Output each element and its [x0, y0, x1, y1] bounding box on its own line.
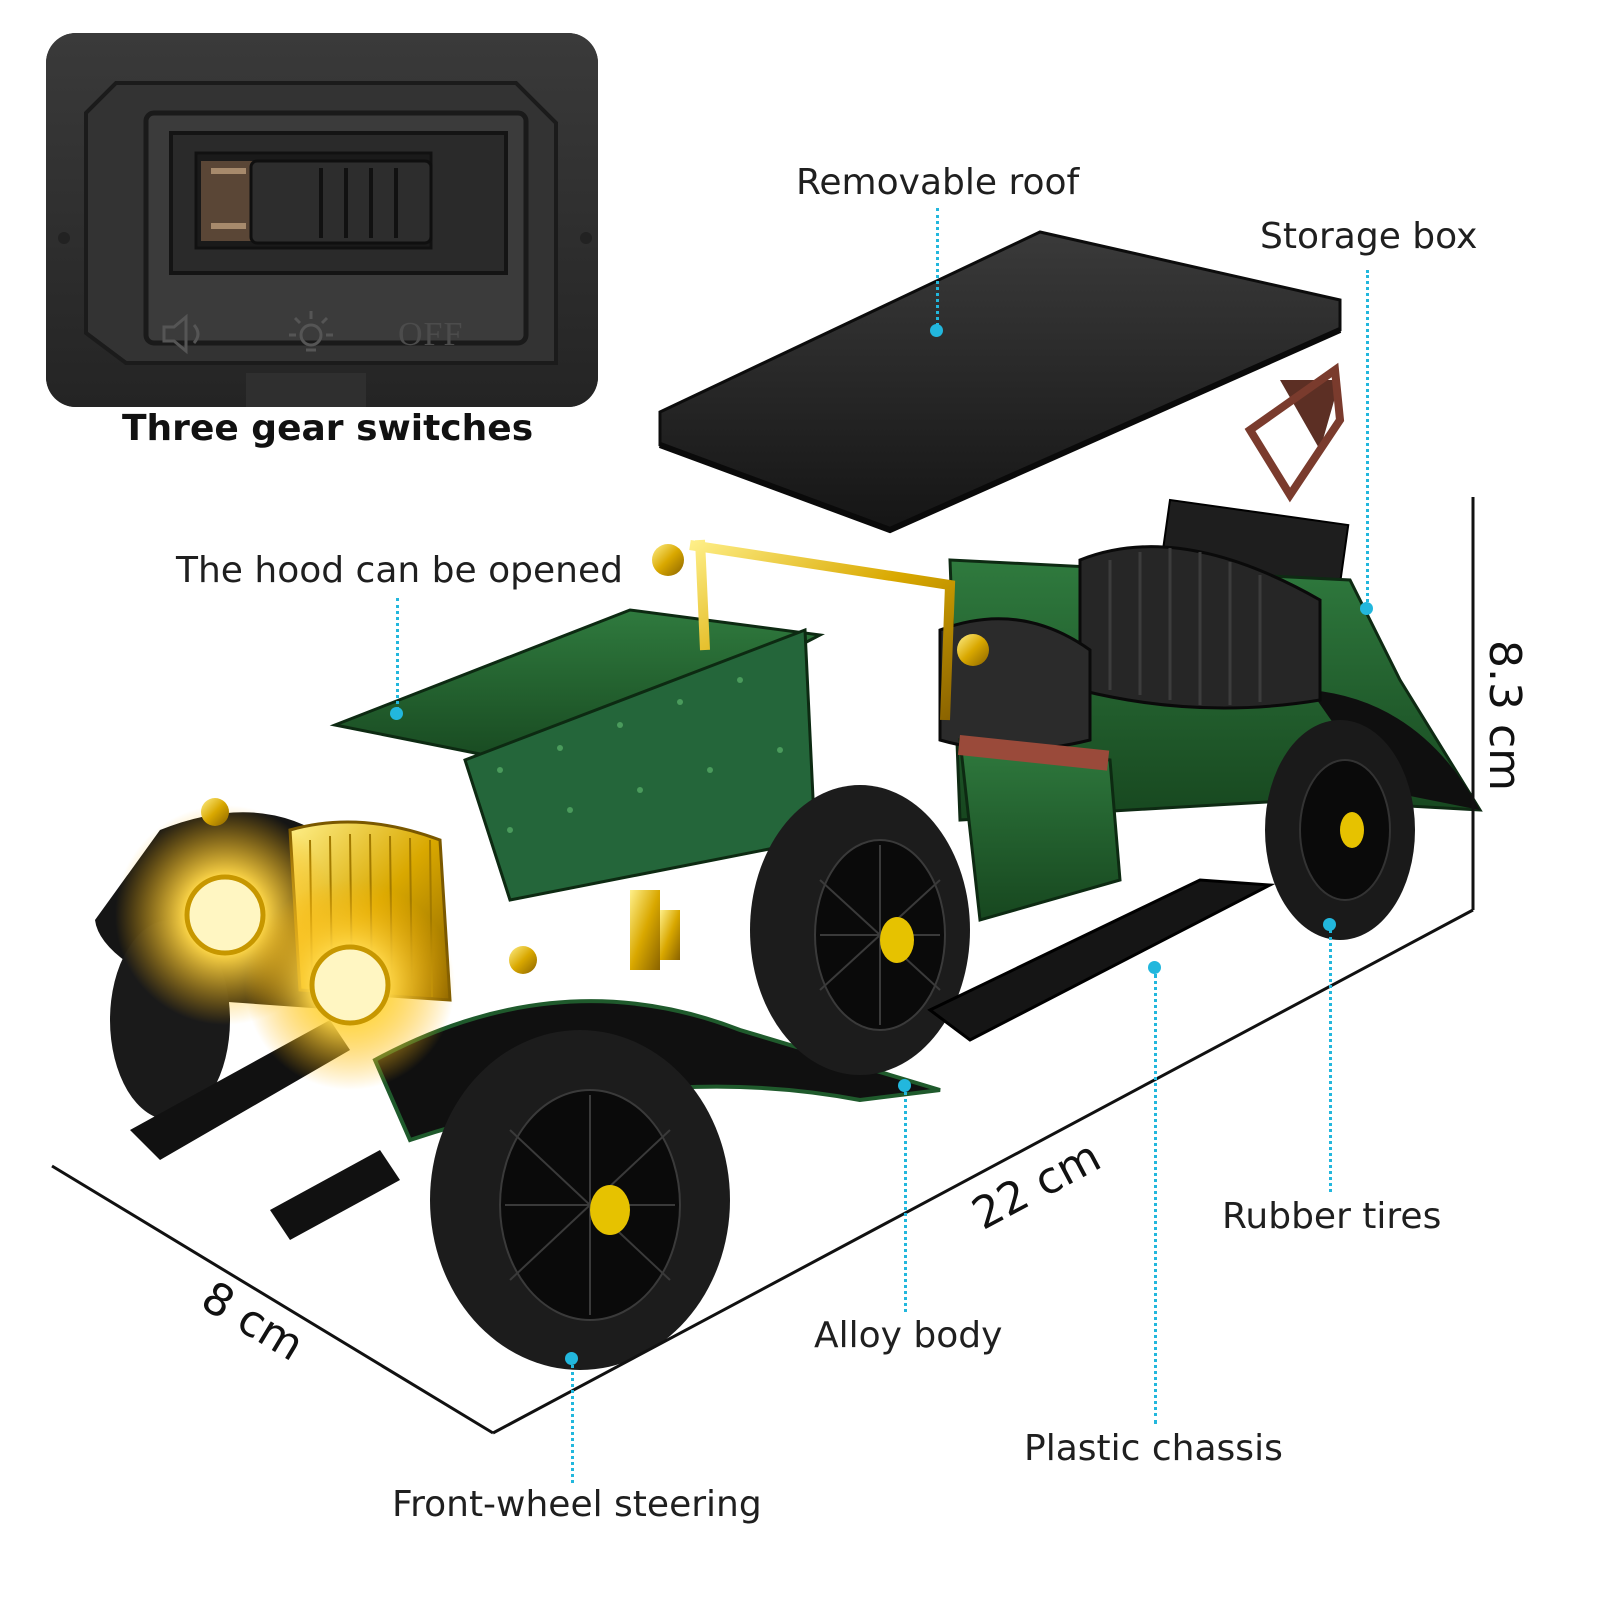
front-left-wheel: [430, 1030, 730, 1370]
callout-dot-steering: [565, 1352, 578, 1365]
dimension-lines: [51, 497, 1475, 1435]
height-dimension-label: 8.3 cm: [1479, 640, 1530, 792]
speaker-icon: [156, 311, 216, 356]
callout-rubber-tires: Rubber tires: [1222, 1196, 1442, 1237]
callout-line-roof: [936, 208, 939, 326]
light-icon: [281, 308, 341, 358]
callout-hood: The hood can be opened: [176, 550, 623, 591]
callout-dot-roof: [930, 324, 943, 337]
callout-line-chassis: [1154, 974, 1157, 1424]
off-mark: OFF: [398, 316, 464, 353]
switch-closeup: [46, 33, 598, 407]
removable-roof: [658, 230, 1345, 534]
callout-plastic-chassis: Plastic chassis: [1024, 1428, 1283, 1469]
switch-inset-photo: OFF: [46, 33, 598, 407]
callout-line-storage: [1366, 270, 1369, 608]
callout-dot-alloy: [898, 1079, 911, 1092]
length-dimension-label: 22 cm: [964, 1130, 1109, 1241]
rear-wheel: [1265, 720, 1415, 940]
callout-dot-hood: [390, 707, 403, 720]
width-dimension-label: 8 cm: [192, 1271, 313, 1372]
callout-front-steering: Front-wheel steering: [392, 1484, 762, 1525]
callout-line-alloy: [904, 1092, 907, 1312]
callout-storage-box: Storage box: [1260, 216, 1478, 257]
callout-removable-roof: Removable roof: [796, 162, 1080, 203]
front-right-wheel: [110, 920, 230, 1120]
mid-wheel: [750, 785, 970, 1075]
callout-dot-tires: [1323, 918, 1336, 931]
callout-line-hood: [396, 598, 399, 710]
callout-alloy-body: Alloy body: [814, 1315, 1003, 1356]
inset-caption: Three gear switches: [122, 408, 534, 449]
callout-line-steering: [571, 1365, 574, 1483]
callout-line-tires: [1329, 930, 1332, 1192]
callout-dot-chassis: [1148, 961, 1161, 974]
callout-dot-storage: [1360, 602, 1373, 615]
